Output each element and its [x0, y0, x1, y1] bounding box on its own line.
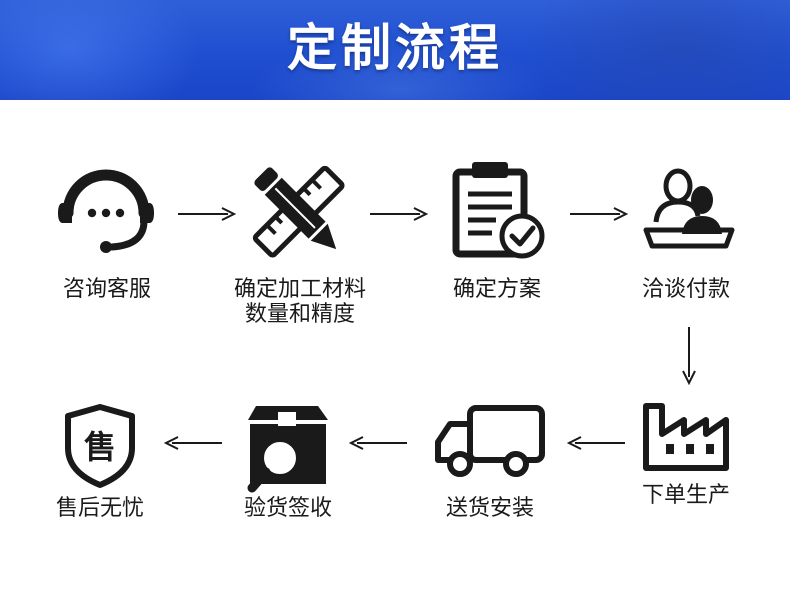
arrow-down-icon — [682, 327, 696, 385]
step-label-consult: 咨询客服 — [62, 277, 151, 302]
step-label-aftersales: 售后无忧 — [55, 496, 144, 521]
delivery-truck-icon — [434, 404, 546, 478]
factory-icon — [642, 400, 730, 472]
step-label-plan: 确定方案 — [452, 277, 541, 302]
banner-glow — [520, 0, 790, 100]
people-meeting-icon — [643, 166, 735, 252]
pencil-ruler-icon — [248, 165, 348, 258]
step-label-inspect: 验货签收 — [243, 496, 332, 521]
arrow-right-icon — [370, 207, 428, 221]
shield-badge-icon: 售 — [64, 404, 136, 488]
step-label-material-line2: 数量和精度 — [244, 302, 355, 327]
page-title: 定制流程 — [287, 19, 503, 77]
headset-icon — [58, 163, 154, 253]
arrow-right-icon — [178, 207, 236, 221]
arrow-right-icon — [570, 207, 628, 221]
shield-badge-char: 售 — [84, 428, 116, 466]
arrow-left-icon — [349, 436, 407, 450]
clipboard-check-icon — [452, 160, 545, 259]
step-label-material-line1: 确定加工材料 — [233, 277, 366, 302]
step-label-payment: 洽谈付款 — [641, 277, 730, 302]
banner-glow — [0, 0, 200, 100]
step-label-production: 下单生产 — [641, 483, 730, 508]
banner-glow — [250, 40, 550, 100]
arrow-left-icon — [567, 436, 625, 450]
header-banner: 定制流程 — [0, 0, 790, 100]
arrow-left-icon — [164, 436, 222, 450]
step-label-delivery: 送货安装 — [445, 496, 534, 521]
box-inspect-icon — [246, 404, 332, 496]
